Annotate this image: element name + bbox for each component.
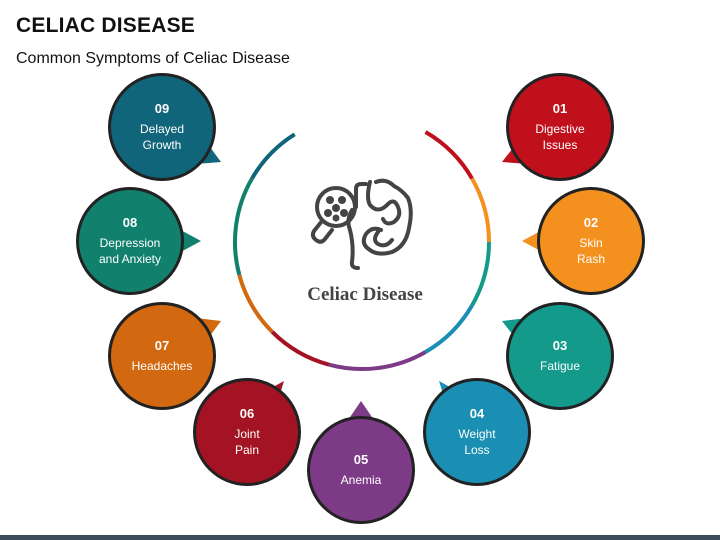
ring-arc-4 [424,304,474,354]
ring-arc-2 [470,177,491,243]
symptom-node-03 [502,302,614,410]
symptom-label: Skin Rash [576,236,605,266]
node-circle-09 [111,76,213,178]
center-label: Celiac Disease [307,284,423,305]
symptom-node-04 [423,378,531,486]
symptom-label: Headaches [131,359,193,373]
symptom-label: Joint Pain [234,427,260,457]
node-circle-08 [79,190,181,292]
node-circle-05 [310,419,412,521]
symptom-label: Depression and Anxiety [98,236,162,266]
symptom-number: 09 [154,101,170,116]
node-circle-01 [509,76,611,178]
symptom-number: 02 [583,215,599,230]
bottom-bar [0,535,720,540]
symptom-number: 06 [239,406,255,421]
page-title: CELIAC DISEASE [16,14,195,37]
symptom-number: 04 [469,406,485,421]
symptom-number: 08 [122,215,138,230]
node-circle-02 [540,190,642,292]
symptom-node-08 [76,187,201,295]
ring-arc-1 [424,130,474,180]
node-circle-04 [426,381,528,483]
symptom-number: 07 [154,338,170,353]
symptom-node-07 [108,302,221,410]
ring-arc-8 [233,177,254,276]
symptom-label: Anemia [340,473,382,487]
node-circle-07 [111,305,213,407]
symptom-label: Weight Loss [458,427,496,457]
symptom-node-05 [307,401,415,524]
center-ring [233,130,491,371]
ring-arc-5 [328,350,427,371]
symptom-nodes [76,73,645,524]
symptom-number: 01 [552,101,568,116]
node-circle-03 [509,305,611,407]
symptom-node-06 [193,378,301,486]
symptom-node-09 [108,73,221,181]
symptom-label: Digestive Issues [535,122,585,152]
symptom-node-02 [522,187,645,295]
ring-arc-7 [237,274,274,334]
intestine-icon [310,178,413,270]
ring-arc-9 [250,132,296,180]
page-subtitle: Common Symptoms of Celiac Disease [16,50,290,67]
node-circle-06 [196,381,298,483]
symptom-node-01 [502,73,614,181]
symptom-number: 03 [552,338,568,353]
ring-arc-6 [270,330,330,367]
symptom-number: 05 [353,452,369,467]
symptom-label: Delayed Growth [139,122,185,152]
symptom-label: Fatigue [539,359,581,373]
ring-arc-3 [470,241,491,307]
